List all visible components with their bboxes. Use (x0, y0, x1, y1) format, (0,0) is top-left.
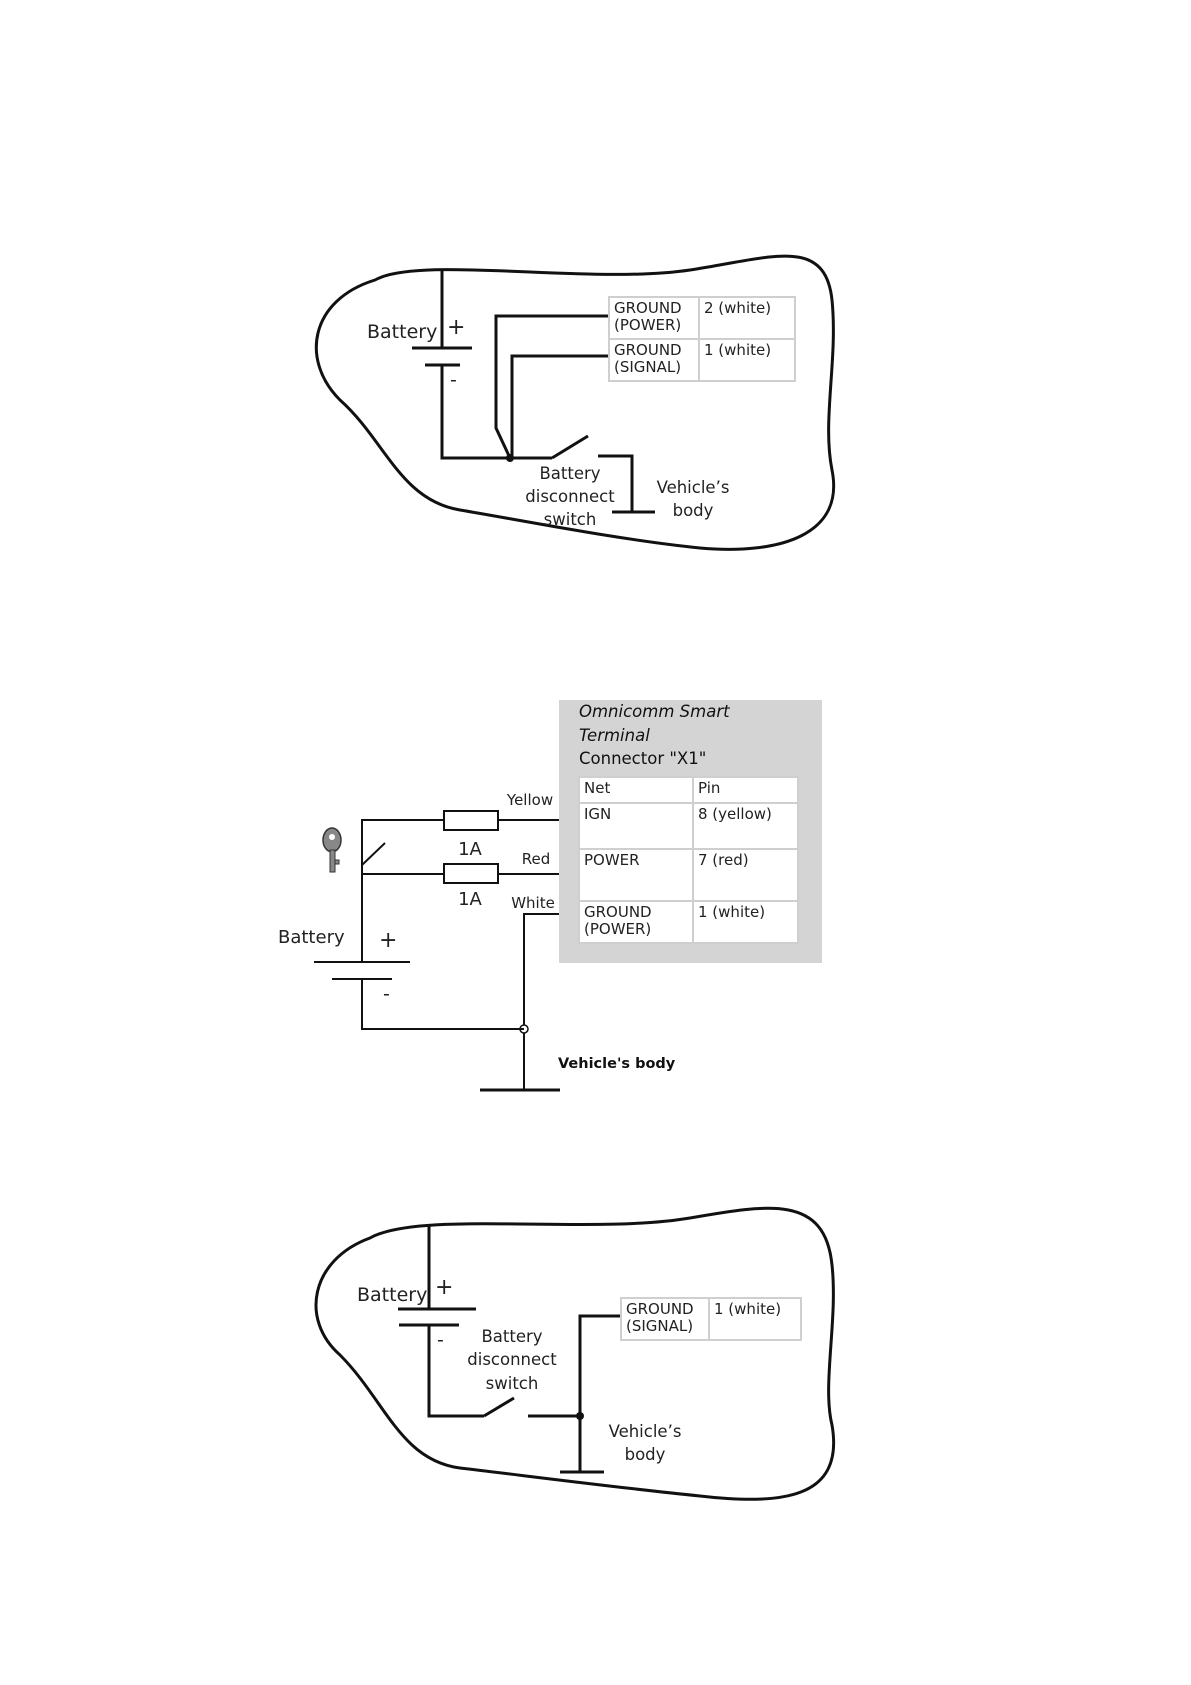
battery-label: Battery (278, 927, 345, 948)
body-label-line-2: body (625, 1445, 666, 1464)
pin-cell: 1 (white) (698, 338, 796, 382)
connector-title-line-3: Connector "X1" (579, 749, 707, 768)
ground-signal-wire (578, 1314, 620, 1472)
table-row: GROUND (POWER) 1 (white) (578, 900, 799, 944)
ignition-switch-blade (361, 842, 386, 866)
net-line: (SIGNAL) (626, 1317, 694, 1335)
fuse-2-label: 1A (458, 889, 482, 910)
net-cell: GROUND (POWER) (608, 296, 700, 340)
yellow-label: Yellow (506, 791, 553, 809)
red-label: Red (522, 850, 551, 868)
switch-blade (551, 434, 589, 460)
plus-label: + (447, 315, 465, 340)
body-label-line-1: Vehicle’s (657, 478, 730, 497)
plus-label: + (379, 928, 397, 953)
connector-title-line-1: Omnicomm Smart (579, 702, 730, 721)
net-line: GROUND (584, 903, 652, 921)
battery-wire-bottom (427, 1325, 484, 1418)
net-line: GROUND (626, 1300, 694, 1318)
net-cell: GROUND (SIGNAL) (608, 338, 700, 382)
switch-blade (483, 1396, 515, 1418)
ground-signal-wire (510, 354, 608, 458)
ground-power-wire (494, 314, 608, 459)
diagram-1-pin-table: GROUND (POWER) 2 (white) GROUND (SIGNAL)… (608, 296, 796, 382)
battery-label: Battery (357, 1284, 427, 1306)
diagram-2: Yellow 1A Red 1A White Battery + - (278, 791, 578, 1092)
switch-label-line-2: disconnect (467, 1350, 557, 1369)
net-cell: GROUND (POWER) (578, 900, 694, 944)
vehicle-body-label: Vehicle's body (558, 1056, 676, 1072)
table-row: GROUND (SIGNAL) 1 (white) (608, 338, 796, 382)
table-row: GROUND (SIGNAL) 1 (white) (620, 1297, 802, 1341)
minus-label: - (437, 1329, 444, 1351)
net-line: (POWER) (584, 920, 652, 938)
key-icon (322, 827, 342, 873)
body-label-line-1: Vehicle’s (609, 1422, 682, 1441)
minus-label: - (383, 983, 390, 1005)
net-cell: GROUND (SIGNAL) (620, 1297, 710, 1341)
net-line: IGN (584, 805, 612, 823)
switch-label-line-2: disconnect (525, 487, 615, 506)
pin-cell: 2 (white) (698, 296, 796, 340)
net-header: Net (578, 776, 694, 804)
switch-label-line-3: switch (486, 1374, 539, 1393)
net-line: POWER (584, 851, 640, 869)
connector-x1-pin-table: Net Pin IGN 8 (yellow) POWER 7 (red) GRO… (578, 776, 799, 944)
diagram-3-outline (314, 1206, 836, 1501)
body-label-line-2: body (673, 501, 714, 520)
fuse-yellow (443, 810, 499, 831)
pin-cell: 7 (red) (692, 848, 799, 902)
battery-wire-bottom (361, 979, 524, 1030)
switch-label-line-3: switch (544, 510, 597, 529)
net-cell: POWER (578, 848, 694, 902)
switch-to-body-wire (598, 454, 634, 512)
pin-cell: 8 (yellow) (692, 802, 799, 850)
fuse-red (443, 863, 499, 884)
ign-wire-left (361, 819, 444, 907)
minus-label: - (450, 369, 457, 391)
connector-title-line-2: Terminal (579, 725, 650, 745)
diagram-1-outline (315, 254, 836, 551)
junction-dot (576, 1412, 584, 1420)
table-row: POWER 7 (red) (578, 848, 799, 902)
net-line: GROUND (614, 341, 682, 359)
net-line: GROUND (614, 299, 682, 317)
net-cell: IGN (578, 802, 694, 850)
battery-label: Battery (367, 321, 437, 343)
connector-x1-title: Omnicomm Smart Terminal Connector "X1" (579, 700, 730, 771)
pin-cell: 1 (white) (708, 1297, 802, 1341)
table-row: Net Pin (578, 776, 799, 804)
pin-cell: 1 (white) (692, 900, 799, 944)
pin-header: Pin (692, 776, 799, 804)
table-row: IGN 8 (yellow) (578, 802, 799, 850)
net-line: (POWER) (614, 316, 682, 334)
table-row: GROUND (POWER) 2 (white) (608, 296, 796, 340)
white-label: White (511, 894, 555, 912)
battery-wire-bottom (440, 365, 510, 460)
plus-label: + (435, 1275, 453, 1300)
diagram-1: Battery + - Battery disconnect switch Ve… (315, 254, 836, 551)
fuse-1-label: 1A (458, 839, 482, 860)
diagram-3: Battery + - Battery disconnect switch Ve… (314, 1206, 836, 1501)
switch-label-line-1: Battery (481, 1327, 542, 1346)
diagram-3-pin-table: GROUND (SIGNAL) 1 (white) (620, 1297, 802, 1341)
switch-label-line-1: Battery (539, 464, 600, 483)
net-line: (SIGNAL) (614, 358, 682, 376)
